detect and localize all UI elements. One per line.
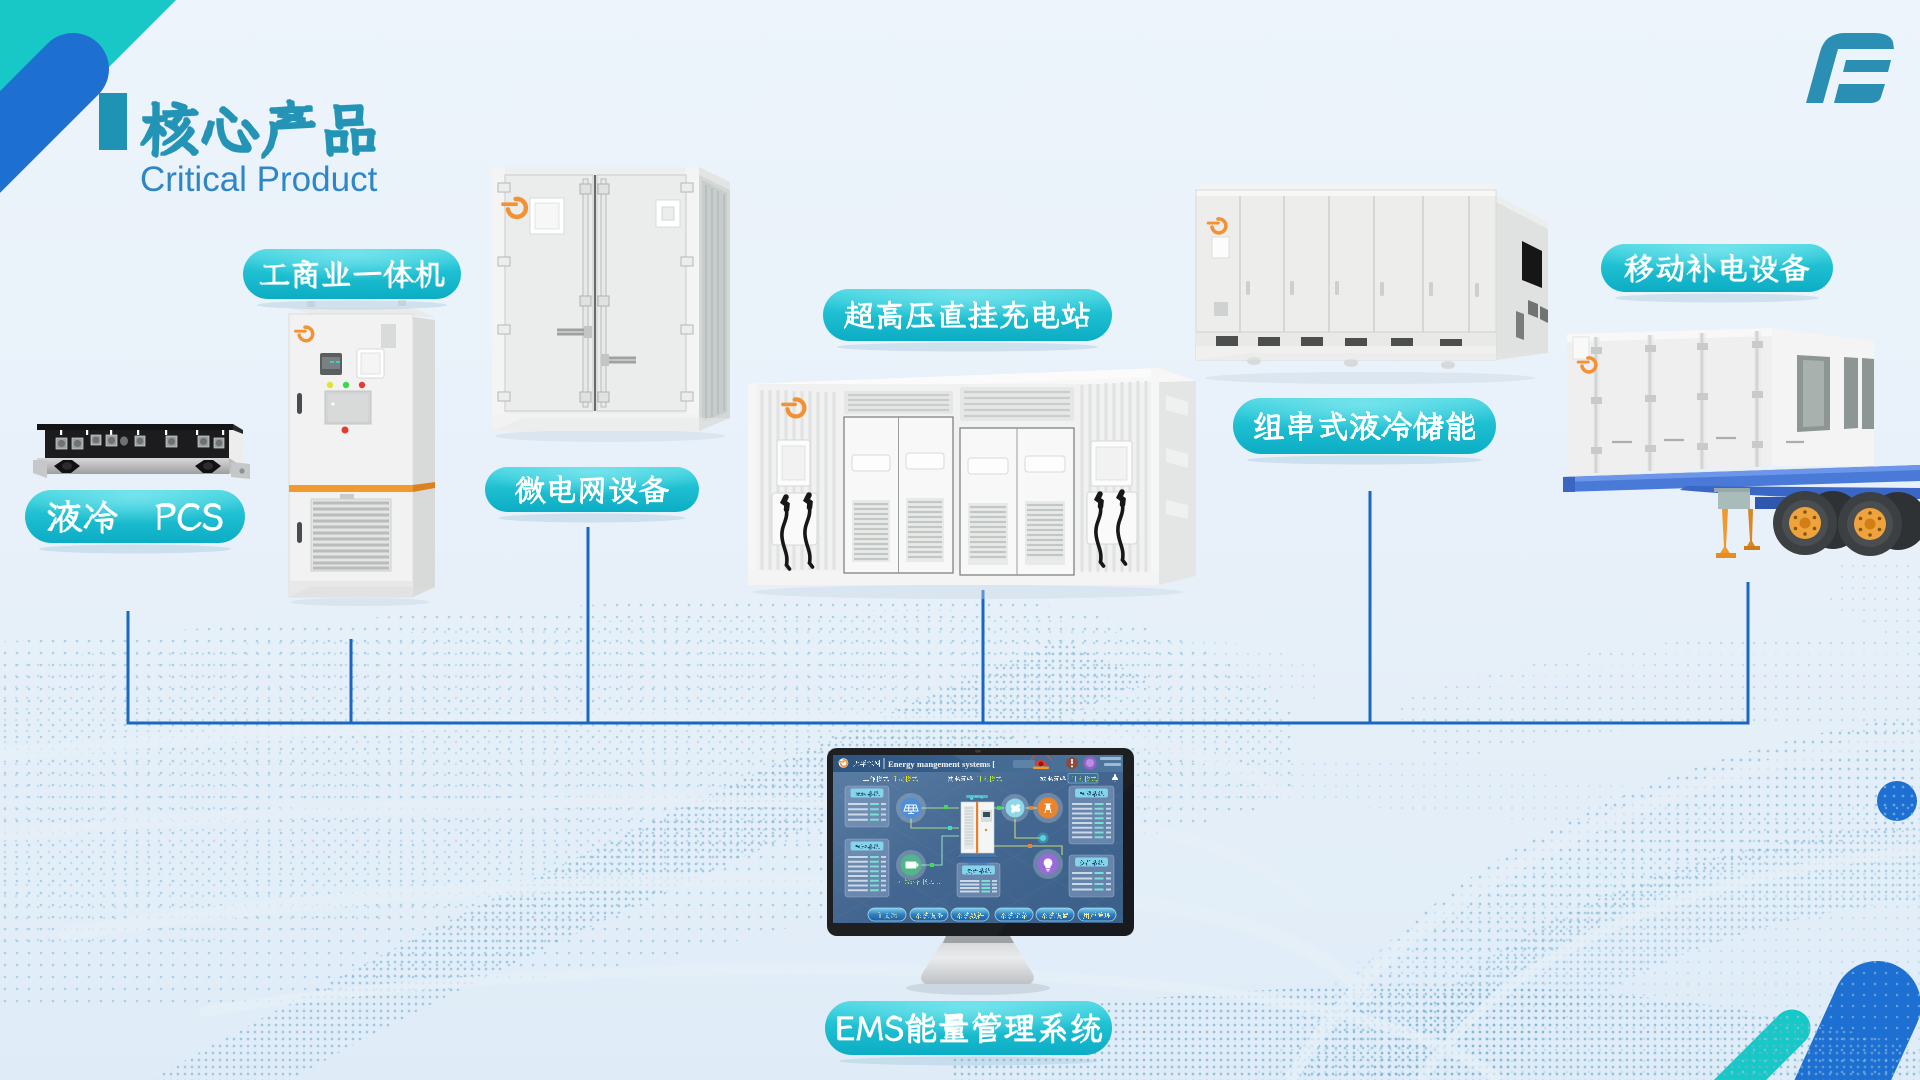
svg-text:Energy mangement systems [: Energy mangement systems [ — [888, 759, 995, 769]
svg-text:Critical Product: Critical Product — [140, 160, 378, 199]
